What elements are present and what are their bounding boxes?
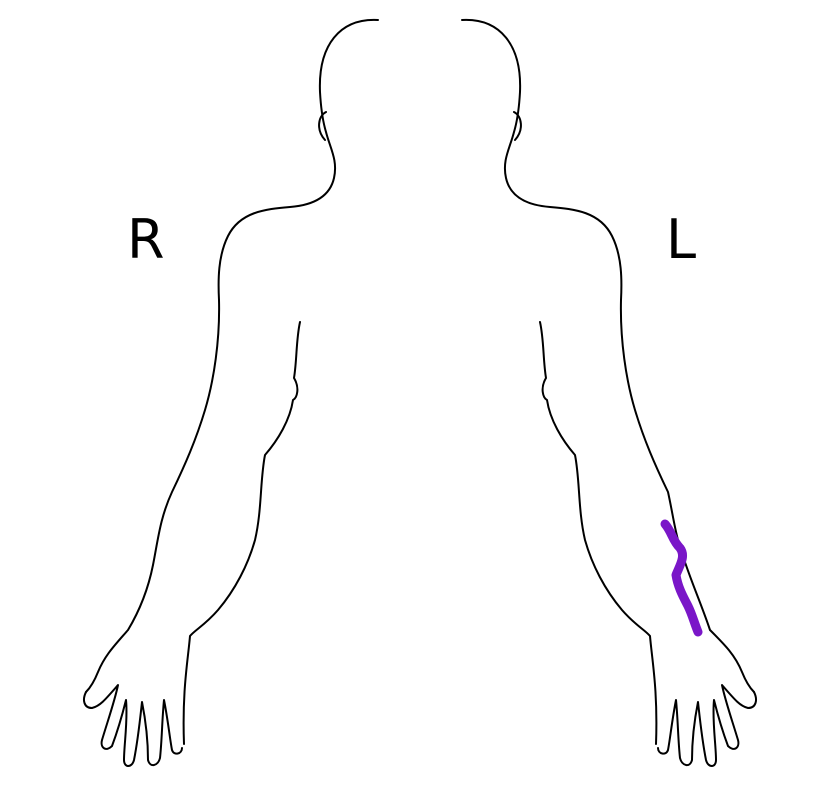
right-arm-inner-outline: [182, 321, 301, 745]
left-hand-outline: [657, 684, 757, 767]
right-side-label: R: [127, 208, 165, 271]
left-arm-outer-outline: [619, 299, 755, 693]
head-right-outline: [461, 18, 623, 301]
left-arm-inner-outline: [539, 321, 658, 745]
right-ear-outline: [318, 111, 327, 141]
annotation-mark: [660, 519, 703, 637]
left-side-label: L: [666, 208, 697, 271]
right-arm-outer-outline: [85, 299, 221, 693]
head-left-outline: [217, 18, 379, 301]
body-outline: [83, 18, 757, 767]
right-hand-outline: [83, 684, 183, 767]
left-ear-outline: [513, 111, 522, 141]
